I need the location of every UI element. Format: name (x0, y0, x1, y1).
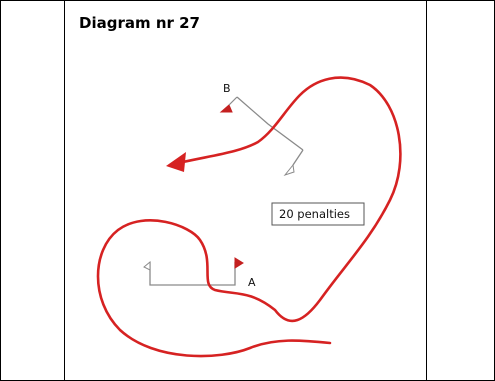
left-column-divider (64, 0, 65, 381)
course-line-a (149, 262, 236, 286)
label-a: A (248, 276, 256, 289)
penalty-box (271, 202, 365, 226)
flag-b-red-icon (219, 104, 233, 113)
right-column-divider (426, 0, 427, 381)
course-line-b (236, 96, 304, 151)
penalty-box-text: 20 penalties (279, 207, 350, 221)
flag-a-red-icon (234, 257, 244, 269)
course-line-b-hook (292, 149, 304, 166)
red-arrowhead-icon (166, 152, 186, 172)
red-route-path (96, 76, 402, 358)
label-b: B (223, 82, 231, 95)
flag-b-open-icon (283, 163, 295, 177)
diagram-title: Diagram nr 27 (79, 14, 200, 32)
flag-b-pole (228, 96, 238, 106)
flag-a-open-icon (143, 260, 151, 271)
